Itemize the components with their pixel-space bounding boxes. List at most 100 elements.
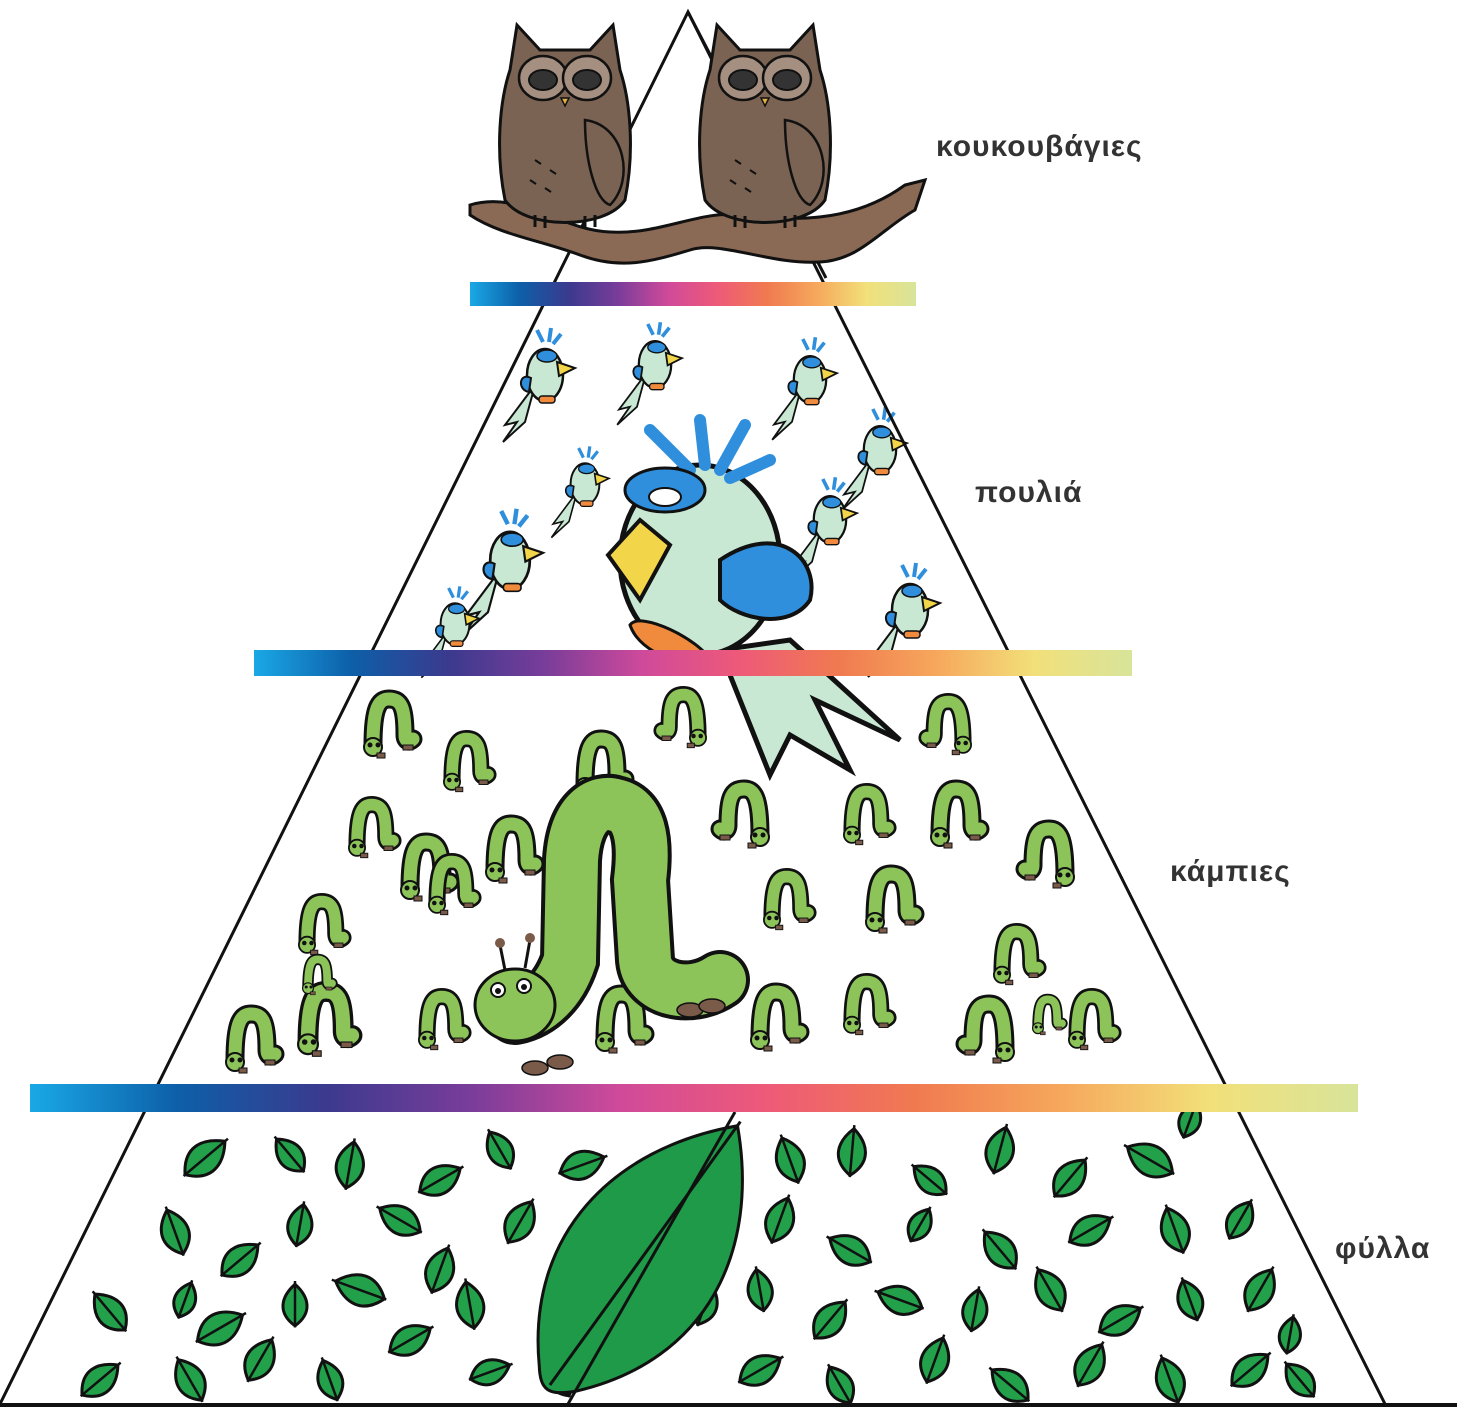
leaf: [764, 1194, 796, 1245]
big-caterpillar: [473, 773, 750, 1076]
leaf: [1123, 1142, 1175, 1179]
big-leaf: [536, 1120, 744, 1395]
caterpillar: [842, 973, 897, 1036]
leaf: [910, 1163, 948, 1197]
pyramid-inner-line-bottom: [566, 1111, 737, 1405]
caterpillar: [297, 893, 352, 956]
leaf: [906, 1206, 933, 1243]
energy-bar-3: [30, 1084, 1358, 1112]
caterpillar: [1031, 993, 1068, 1036]
level-label-caterpillars: κάμπιες: [1170, 855, 1291, 888]
birds-layer: [420, 321, 943, 782]
caterpillar: [653, 686, 708, 749]
caterpillar: [1067, 988, 1122, 1051]
leaf: [746, 1266, 774, 1313]
energy-bar-1: [470, 282, 916, 306]
leaf: [1052, 1156, 1089, 1199]
leaf: [825, 1363, 856, 1406]
leaf: [988, 1366, 1031, 1403]
leaf: [468, 1358, 513, 1387]
leaf: [919, 1334, 951, 1385]
leaf: [812, 1298, 849, 1341]
caterpillar: [1015, 819, 1075, 889]
leaf: [417, 1164, 465, 1197]
leaf: [485, 1128, 516, 1171]
leaf: [503, 1197, 536, 1245]
owl: [498, 21, 632, 228]
caterpillar: [930, 779, 990, 849]
level-label-owls: κουκουβάγιες: [936, 130, 1143, 163]
leaf: [273, 1135, 307, 1173]
leaf: [1243, 1265, 1276, 1313]
leaf: [1034, 1265, 1067, 1313]
leaf: [174, 1355, 207, 1403]
owl: [698, 21, 832, 228]
leaf: [1229, 1351, 1272, 1388]
branch: [468, 177, 928, 265]
caterpillar: [762, 868, 817, 931]
leaf: [159, 1206, 191, 1257]
leaf: [557, 1149, 608, 1181]
leaf: [825, 1234, 873, 1267]
caterpillar: [417, 988, 472, 1051]
leaf: [1073, 1340, 1106, 1388]
leaf: [172, 1279, 198, 1319]
caterpillar: [296, 980, 363, 1057]
leaf: [455, 1278, 486, 1331]
caterpillar: [918, 693, 973, 756]
leaf: [375, 1204, 423, 1237]
big-bird: [605, 414, 902, 782]
owls-layer: [468, 21, 928, 265]
leaf: [387, 1324, 435, 1357]
leaf: [243, 1335, 276, 1383]
bird: [550, 446, 612, 539]
bird: [616, 321, 685, 426]
caterpillar: [750, 982, 810, 1052]
energy-bar-2: [254, 650, 1132, 676]
leaf: [1176, 1277, 1205, 1322]
caterpillar: [955, 994, 1015, 1064]
leaf: [219, 1241, 262, 1278]
leaf: [737, 1354, 785, 1387]
caterpillar: [363, 689, 423, 759]
energy-bars: [30, 282, 1358, 1112]
bird: [771, 336, 840, 441]
leaf: [774, 1134, 806, 1185]
level-label-leaves: φύλλα: [1335, 1232, 1431, 1265]
leaf: [281, 1280, 309, 1328]
leaf: [334, 1138, 365, 1191]
caterpillar: [427, 853, 482, 916]
leaves-layer: [79, 1099, 1317, 1406]
leaf: [874, 1284, 925, 1316]
caterpillar: [842, 783, 897, 846]
leaf: [182, 1137, 229, 1178]
bird: [841, 406, 910, 511]
bird: [502, 327, 578, 443]
caterpillar: [992, 923, 1047, 986]
level-label-birds: πουλιά: [975, 476, 1083, 509]
leaf: [1277, 1314, 1302, 1355]
leaf: [424, 1244, 456, 1295]
leaf: [195, 1310, 247, 1347]
leaf: [316, 1357, 345, 1402]
leaf: [286, 1201, 314, 1248]
caterpillar: [442, 730, 497, 793]
leaf: [1283, 1360, 1317, 1398]
caterpillar: [301, 953, 338, 996]
leaf: [1067, 1214, 1115, 1247]
caterpillar: [485, 814, 545, 884]
caterpillar: [710, 779, 770, 849]
leaf: [1097, 1304, 1145, 1337]
leaf: [1154, 1354, 1186, 1405]
caterpillar: [595, 984, 655, 1054]
leaf: [79, 1361, 122, 1398]
leaf: [91, 1290, 128, 1333]
bird: [462, 508, 546, 636]
bird: [867, 562, 943, 678]
leaf: [1224, 1198, 1255, 1241]
caterpillar: [347, 796, 402, 859]
leaf: [984, 1123, 1015, 1175]
leaf: [1159, 1204, 1191, 1255]
